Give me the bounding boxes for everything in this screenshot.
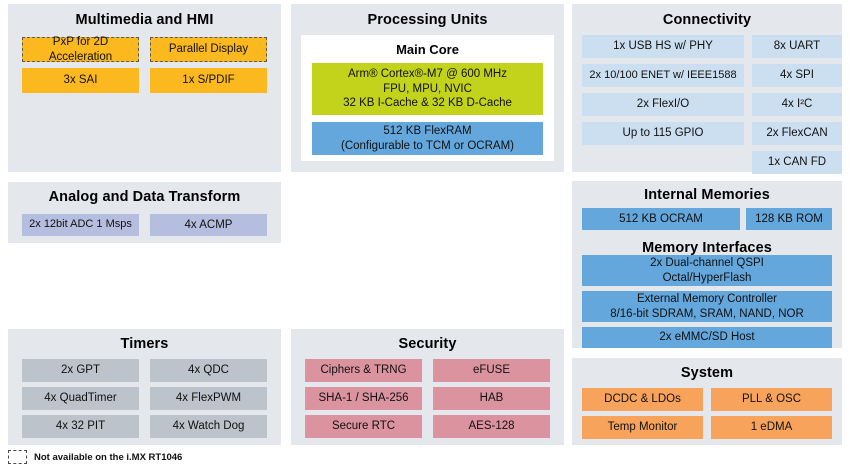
panel-title-memory-interfaces: Memory Interfaces <box>642 240 772 256</box>
internal-memories-grid: 512 KB OCRAM 128 KB ROM <box>582 208 832 230</box>
block-can-fd[interactable]: 1x CAN FD <box>752 151 842 174</box>
connectivity-right-column: 8x UART 4x SPI 4x I²C 2x FlexCAN 1x CAN … <box>752 35 842 180</box>
block-qdc[interactable]: 4x QDC <box>150 359 267 382</box>
block-spi[interactable]: 4x SPI <box>752 64 842 87</box>
block-flexio[interactable]: 2x FlexI/O <box>582 93 744 116</box>
panel-connectivity: Connectivity 1x USB HS w/ PHY 2x 10/100 … <box>572 4 842 174</box>
block-pxp-2d-acceleration[interactable]: PxP for 2D Acceleration <box>22 36 139 63</box>
analog-block-grid: 2x 12bit ADC 1 Msps 4x ACMP <box>22 214 267 236</box>
panel-title-connectivity: Connectivity <box>662 12 752 28</box>
block-acmp[interactable]: 4x ACMP <box>150 214 267 236</box>
block-512kb-ocram[interactable]: 512 KB OCRAM <box>582 208 740 230</box>
panel-processing-units: Processing Units Main Core Arm® Cortex®-… <box>291 4 564 172</box>
block-efuse[interactable]: eFUSE <box>433 359 550 382</box>
block-temp-monitor[interactable]: Temp Monitor <box>582 416 703 439</box>
block-usb-hs-phy[interactable]: 1x USB HS w/ PHY <box>582 35 744 58</box>
security-block-grid: Ciphers & TRNG eFUSE SHA-1 / SHA-256 HAB… <box>305 359 550 443</box>
emc-line-1: External Memory Controller <box>637 293 777 306</box>
core-line-2: FPU, MPU, NVIC <box>383 82 472 95</box>
block-secure-rtc[interactable]: Secure RTC <box>305 415 422 438</box>
subtitle-main-core: Main Core <box>396 42 459 57</box>
qspi-line-2: Octal/HyperFlash <box>662 271 752 284</box>
block-flexcan[interactable]: 2x FlexCAN <box>752 122 842 145</box>
panel-title-processing-units: Processing Units <box>367 12 488 28</box>
panel-multimedia-and-hmi: Multimedia and HMI PxP for 2D Accelerati… <box>8 4 281 172</box>
block-12bit-adc[interactable]: 2x 12bit ADC 1 Msps <box>22 214 139 236</box>
block-128kb-rom[interactable]: 128 KB ROM <box>746 208 832 230</box>
legend-label: Not available on the i.MX RT1046 <box>34 451 183 463</box>
block-cortex-m7-core[interactable]: Arm® Cortex®-M7 @ 600 MHz FPU, MPU, NVIC… <box>312 63 543 115</box>
legend-dashed-swatch-icon <box>8 450 27 464</box>
block-sai[interactable]: 3x SAI <box>22 68 139 93</box>
block-ciphers-trng[interactable]: Ciphers & TRNG <box>305 359 422 382</box>
block-uart[interactable]: 8x UART <box>752 35 842 58</box>
block-qspi[interactable]: 2x Dual-channel QSPI Octal/HyperFlash <box>582 255 832 286</box>
multimedia-block-grid: PxP for 2D Acceleration Parallel Display… <box>22 36 267 99</box>
block-external-memory-controller[interactable]: External Memory Controller 8/16-bit SDRA… <box>582 291 832 322</box>
system-block-grid: DCDC & LDOs PLL & OSC Temp Monitor 1 eDM… <box>582 388 832 444</box>
block-flexpwm[interactable]: 4x FlexPWM <box>150 387 267 410</box>
block-gpio[interactable]: Up to 115 GPIO <box>582 122 744 145</box>
core-line-1: Arm® Cortex®-M7 @ 600 MHz <box>348 68 507 81</box>
block-flexram[interactable]: 512 KB FlexRAM (Configurable to TCM or O… <box>312 122 543 155</box>
panel-system: System DCDC & LDOs PLL & OSC Temp Monito… <box>572 358 842 445</box>
panel-title-internal-memories: Internal Memories <box>644 187 770 203</box>
panel-title-analog: Analog and Data Transform <box>48 189 241 205</box>
block-aes-128[interactable]: AES-128 <box>433 415 550 438</box>
block-sha[interactable]: SHA-1 / SHA-256 <box>305 387 422 410</box>
block-gpt[interactable]: 2x GPT <box>22 359 139 382</box>
block-enet-ieee1588[interactable]: 2x 10/100 ENET w/ IEEE1588 <box>582 64 744 87</box>
block-edma[interactable]: 1 eDMA <box>711 416 832 439</box>
core-line-3: 32 KB I-Cache & 32 KB D-Cache <box>343 97 512 110</box>
panel-memories: Internal Memories 512 KB OCRAM 128 KB RO… <box>572 181 842 348</box>
flexram-line-2: (Configurable to TCM or OCRAM) <box>341 139 514 152</box>
panel-title-security: Security <box>398 336 457 352</box>
qspi-line-1: 2x Dual-channel QSPI <box>650 257 764 270</box>
legend: Not available on the i.MX RT1046 <box>8 450 182 464</box>
panel-security: Security Ciphers & TRNG eFUSE SHA-1 / SH… <box>291 329 564 445</box>
connectivity-left-column: 1x USB HS w/ PHY 2x 10/100 ENET w/ IEEE1… <box>582 35 744 151</box>
panel-title-system: System <box>680 365 734 381</box>
block-spdif[interactable]: 1x S/PDIF <box>150 68 267 93</box>
memory-interfaces-grid: 2x Dual-channel QSPI Octal/HyperFlash Ex… <box>582 255 832 353</box>
emc-line-2: 8/16-bit SDRAM, SRAM, NAND, NOR <box>610 307 804 320</box>
panel-title-timers: Timers <box>120 336 169 352</box>
block-quadtimer[interactable]: 4x QuadTimer <box>22 387 139 410</box>
block-i2c[interactable]: 4x I²C <box>752 93 842 116</box>
emmc-line-1: 2x eMMC/SD Host <box>659 331 755 344</box>
block-hab[interactable]: HAB <box>433 387 550 410</box>
block-parallel-display[interactable]: Parallel Display <box>150 37 267 62</box>
panel-title-multimedia: Multimedia and HMI <box>75 12 214 28</box>
flexram-line-1: 512 KB FlexRAM <box>383 125 472 138</box>
timers-block-grid: 2x GPT 4x QDC 4x QuadTimer 4x FlexPWM 4x… <box>22 359 267 443</box>
block-pll-osc[interactable]: PLL & OSC <box>711 388 832 411</box>
block-watch-dog[interactable]: 4x Watch Dog <box>150 415 267 438</box>
block-emmc-sd-host[interactable]: 2x eMMC/SD Host <box>582 327 832 348</box>
panel-timers: Timers 2x GPT 4x QDC 4x QuadTimer 4x Fle… <box>8 329 281 445</box>
block-32-pit[interactable]: 4x 32 PIT <box>22 415 139 438</box>
panel-analog-and-data-transform: Analog and Data Transform 2x 12bit ADC 1… <box>8 182 281 243</box>
main-core-container: Main Core Arm® Cortex®-M7 @ 600 MHz FPU,… <box>301 35 554 161</box>
block-dcdc-ldos[interactable]: DCDC & LDOs <box>582 388 703 411</box>
